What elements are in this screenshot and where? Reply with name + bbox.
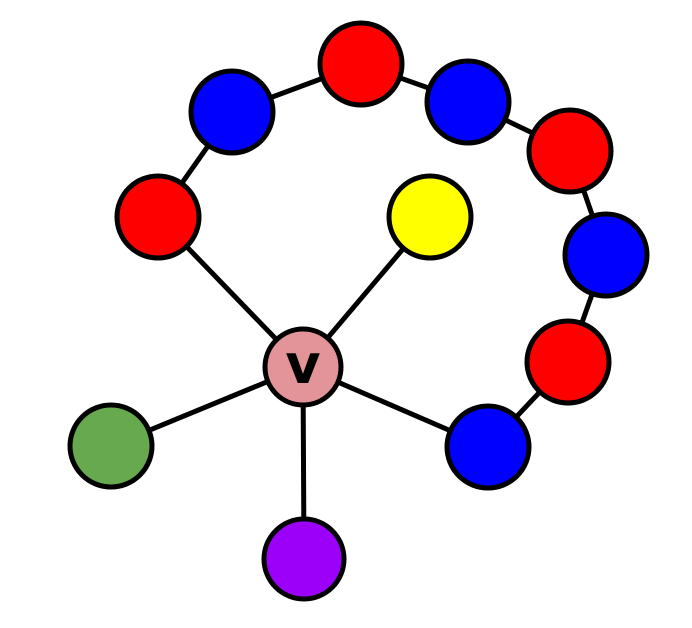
graph-node-v [262,326,344,408]
graph-node-blue-1 [188,68,276,156]
graph-node-yellow-1 [386,173,474,261]
graph-node-purple-1 [261,516,347,602]
graph-node-blue-3 [562,211,650,299]
node-label-v: v [285,333,320,396]
graph-node-red-1 [114,173,202,261]
graph-node-green-1 [67,402,155,490]
graph-node-red-2 [317,20,405,108]
graph-node-red-3 [526,107,614,195]
graph-node-red-4 [524,318,612,406]
graph-node-blue-2 [424,58,512,146]
graph-node-blue-4 [444,403,532,491]
